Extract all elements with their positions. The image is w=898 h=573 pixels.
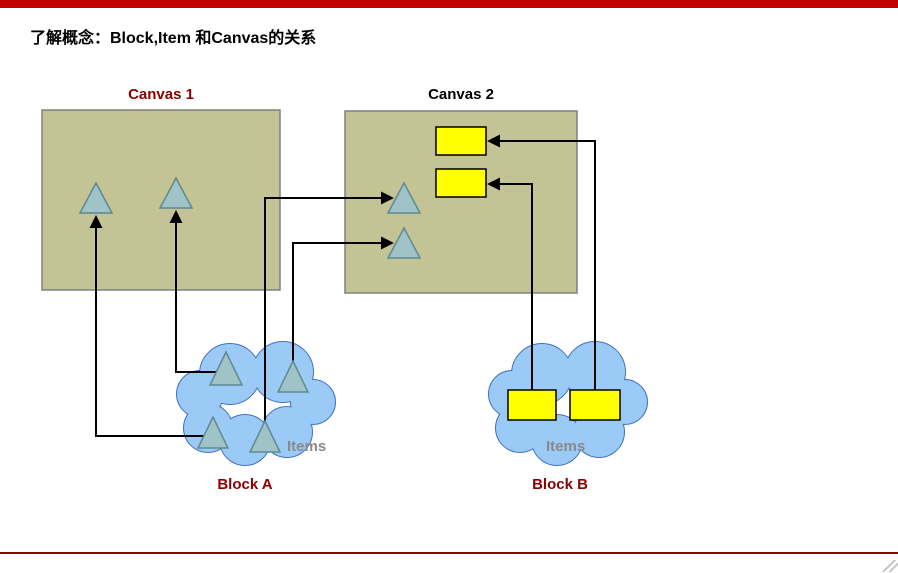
canvas2-yellow-item-1 (435, 126, 487, 156)
canvas2-triangle-1 (386, 181, 422, 214)
canvas1-triangle-2 (158, 176, 194, 209)
block-a-triangle-1 (208, 350, 244, 386)
page-title: 了解概念：Block,Item 和Canvas的关系 (30, 30, 317, 47)
block-a-items-label: Items (287, 438, 327, 455)
resize-gripper (880, 560, 898, 572)
arrow-blocka-to-canvas1-left (89, 215, 204, 437)
canvas2-triangle-2 (386, 226, 422, 259)
block-a-label: Block A (217, 476, 273, 493)
block-a-triangle-2 (276, 359, 310, 393)
canvas2-label: Canvas 2 (428, 86, 494, 103)
block-b-yellow-item-2 (569, 389, 621, 421)
block-b-label: Block B (532, 476, 588, 493)
canvas1-label: Canvas 1 (128, 86, 194, 103)
canvas1-triangle-1 (78, 181, 114, 214)
block-b-yellow-item-1 (507, 389, 557, 421)
bottom-rule (0, 552, 898, 554)
arrow-blocka-to-canvas2-lower (292, 236, 394, 361)
cloud-puff (532, 415, 582, 465)
arrow-blocka-to-canvas2-upper (264, 191, 394, 421)
arrow-blockb-to-canvas2-item1 (487, 134, 596, 390)
canvas1-rect (41, 109, 281, 291)
arrow-blockb-to-canvas2-item2 (487, 177, 533, 390)
block-b-items-label: Items (546, 438, 586, 455)
block-a-triangle-4 (248, 419, 282, 453)
arrow-blocka-to-canvas1-right (169, 210, 216, 373)
canvas2-yellow-item-2 (435, 168, 487, 198)
block-a-triangle-3 (196, 415, 230, 449)
top-red-bar (0, 0, 898, 8)
